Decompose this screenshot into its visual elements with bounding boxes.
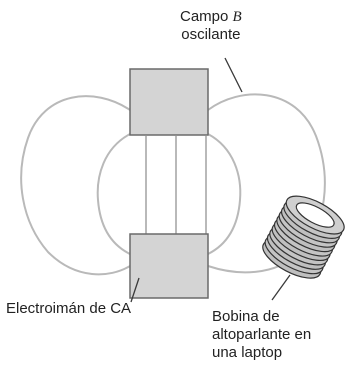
coil-label-line3: una laptop [212, 344, 283, 361]
coil-label-leader [271, 274, 291, 301]
speaker-coil [262, 195, 345, 279]
field-label-word: Campo [180, 8, 229, 25]
coil-label-line2: altoparlante en [212, 326, 312, 343]
field-loop-left [20, 95, 131, 276]
electromagnet-label-leader [130, 277, 140, 303]
electromagnet-label-text: Electroimán de CA [6, 300, 132, 317]
field-loop-right [207, 93, 326, 274]
field-loop-inner-left [96, 133, 131, 255]
field-label-line2: oscilante [181, 26, 241, 43]
field-symbol: B [232, 9, 242, 25]
electromagnet-bottom-block [129, 233, 209, 299]
electromagnet-label: Electroimán de CA [6, 300, 131, 318]
field-loop-inner-right [207, 133, 242, 255]
field-label-leader [224, 57, 243, 93]
electromagnet-top-block [129, 68, 209, 136]
field-label: Campo B oscilante [180, 8, 242, 44]
coil-label: Bobina de altoparlante en una laptop [212, 308, 311, 362]
coil-label-line1: Bobina de [212, 308, 280, 325]
